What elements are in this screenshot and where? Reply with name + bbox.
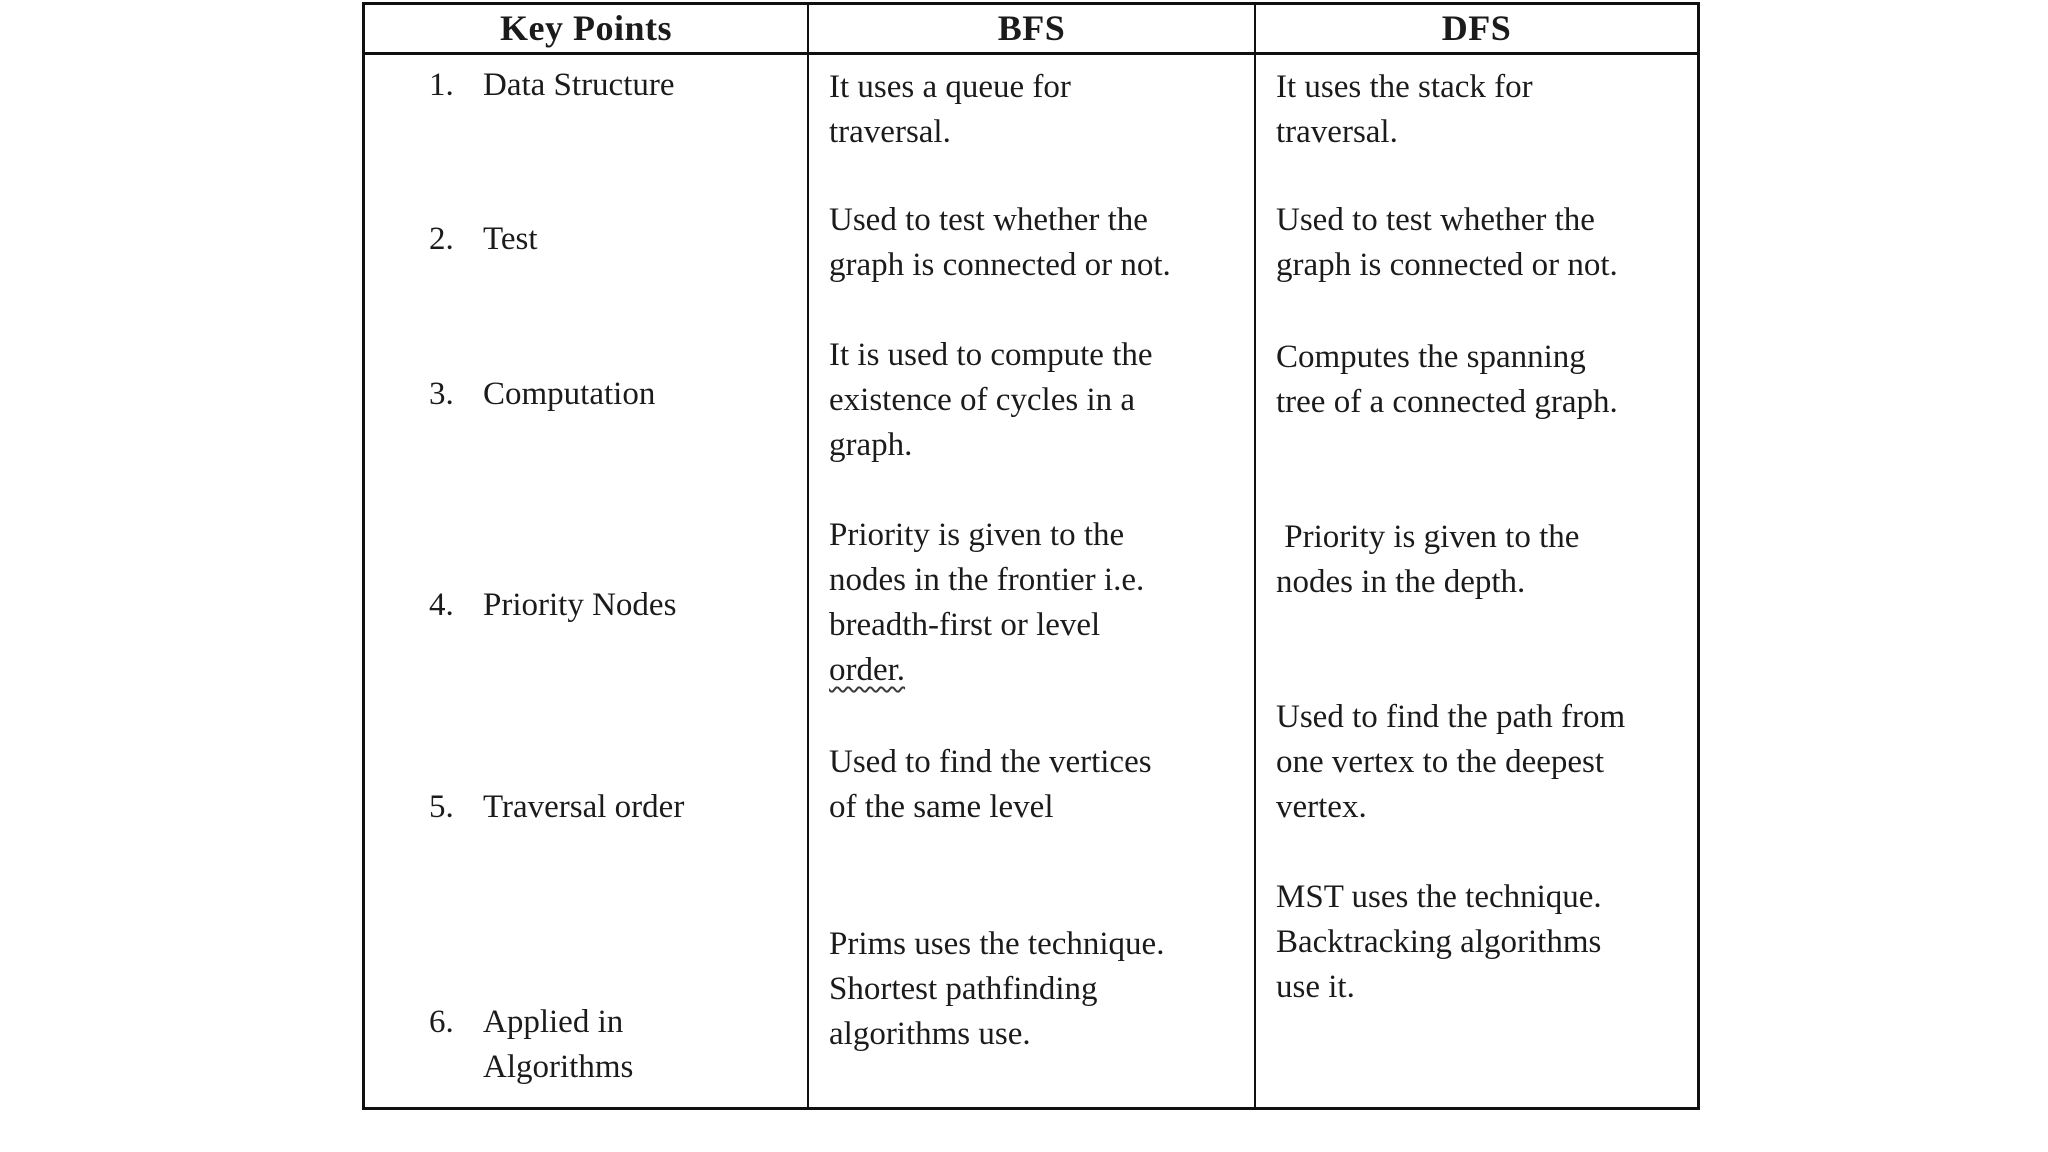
item-label: Test bbox=[483, 221, 538, 257]
key-points-column: 1. Data Structure 2. Test 3. Computation… bbox=[365, 55, 807, 1107]
header-cell-key-points: Key Points bbox=[500, 8, 672, 48]
item-label: Data Structure bbox=[483, 67, 675, 103]
item-label: Priority Nodes bbox=[483, 587, 677, 623]
item-label: Computation bbox=[483, 376, 656, 412]
item-number: 4. bbox=[429, 587, 454, 623]
dfs-column: It uses the stack for traversal. Used to… bbox=[1254, 55, 1697, 1107]
item-number: 1. bbox=[429, 67, 454, 103]
item-label: Applied in Algorithms bbox=[483, 1004, 634, 1085]
bfs-dfs-comparison-table: Key Points BFS DFS 1. Data Structure 2. … bbox=[362, 2, 1700, 1110]
bfs-column: It uses a queue for traversal. Used to t… bbox=[807, 55, 1254, 1107]
dfs-cell-computation: Computes the spanning tree of a connecte… bbox=[1276, 339, 1618, 420]
bfs-cell-data-structure: It uses a queue for traversal. bbox=[829, 69, 1071, 150]
item-label: Traversal order bbox=[483, 789, 685, 825]
header-cell-dfs: DFS bbox=[1254, 5, 1697, 52]
key-point-item: 4. Priority Nodes bbox=[429, 583, 799, 628]
item-number: 3. bbox=[429, 376, 454, 412]
table-header-row: Key Points BFS DFS bbox=[365, 5, 1697, 55]
key-point-item: 5. Traversal order bbox=[429, 785, 799, 830]
dfs-cell-priority-nodes: Priority is given to the nodes in the de… bbox=[1276, 519, 1580, 600]
dfs-cell-applied-in: MST uses the technique. Backtracking alg… bbox=[1276, 879, 1602, 1005]
bfs-cell-traversal-order: Used to find the vertices of the same le… bbox=[829, 744, 1152, 825]
key-point-item: 6. Applied in Algorithms bbox=[429, 1000, 799, 1090]
dfs-cell-traversal-order: Used to find the path from one vertex to… bbox=[1276, 699, 1626, 825]
misspelled-word-underline: order. bbox=[829, 652, 906, 688]
table-body: 1. Data Structure 2. Test 3. Computation… bbox=[365, 55, 1697, 1107]
key-point-item: 1. Data Structure bbox=[429, 63, 799, 108]
bfs-cell-applied-in: Prims uses the technique. Shortest pathf… bbox=[829, 926, 1165, 1052]
bfs-priority-text: Priority is given to the nodes in the fr… bbox=[829, 517, 1145, 643]
key-point-item: 2. Test bbox=[429, 217, 799, 262]
item-number: 6. bbox=[429, 1004, 454, 1040]
bfs-cell-test: Used to test whether the graph is connec… bbox=[829, 202, 1171, 283]
header-cell-bfs: BFS bbox=[807, 5, 1254, 52]
bfs-cell-computation: It is used to compute the existence of c… bbox=[829, 337, 1153, 463]
item-number: 5. bbox=[429, 789, 454, 825]
key-point-item: 3. Computation bbox=[429, 372, 799, 417]
bfs-cell-priority-nodes: Priority is given to the nodes in the fr… bbox=[829, 513, 1241, 693]
dfs-cell-data-structure: It uses the stack for traversal. bbox=[1276, 69, 1533, 150]
item-number: 2. bbox=[429, 221, 454, 257]
dfs-cell-test: Used to test whether the graph is connec… bbox=[1276, 202, 1618, 283]
